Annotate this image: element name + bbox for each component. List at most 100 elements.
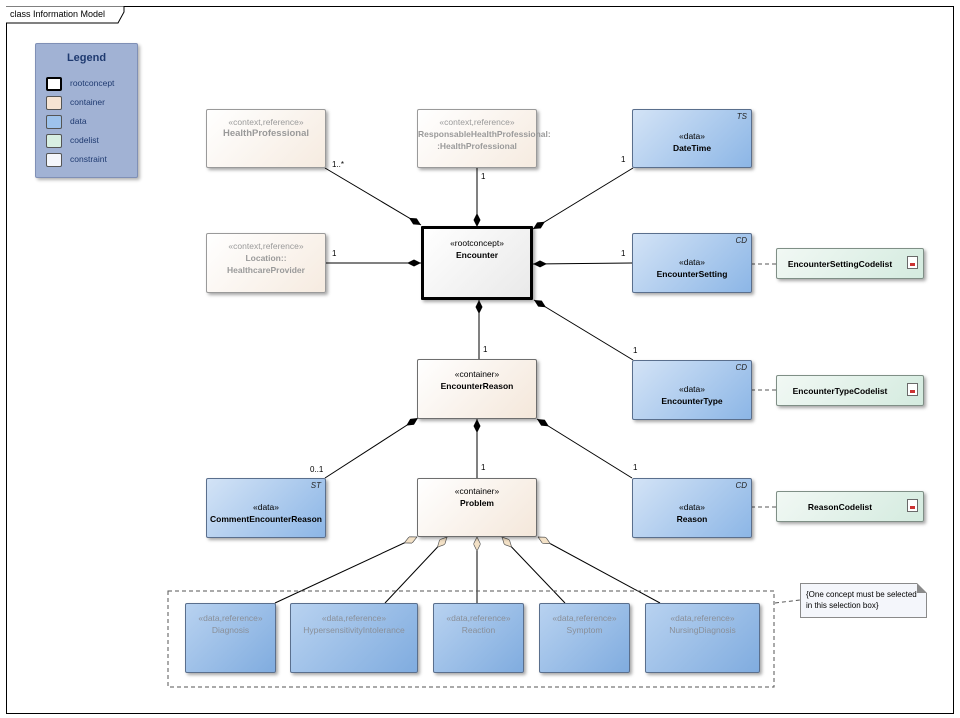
multiplicity-encountertype: 1 (633, 346, 638, 355)
legend-swatch (46, 115, 62, 129)
stereotype: «container» (454, 486, 500, 496)
node-diagnosis[interactable]: «data,reference» Diagnosis (185, 603, 276, 673)
class-name: Encounter (455, 250, 499, 260)
diagram-frame (6, 6, 954, 714)
edge-symptom (502, 537, 566, 604)
type-tag: CD (735, 363, 747, 372)
node-responsable-hp[interactable]: «context,reference» ResponsableHealthPro… (417, 109, 551, 168)
legend-swatch (46, 134, 62, 148)
legend-label: rootconcept (70, 78, 115, 88)
node-encounterreason[interactable]: «container» EncounterReason (417, 359, 537, 419)
multiplicity-problem: 1 (481, 463, 486, 472)
frame-title: class Information Model (10, 9, 106, 19)
class-name: EncounterTypeCodelist (792, 386, 888, 396)
legend-label: constraint (70, 154, 107, 164)
stereotype: «data,reference» (670, 613, 735, 623)
multiplicity-healthprofessional: 1..* (332, 160, 345, 169)
document-icon (907, 256, 918, 269)
class-name: Reason (676, 514, 708, 524)
node-healthprofessional[interactable]: «context,reference» HealthProfessional (206, 109, 326, 168)
node-symptom[interactable]: «data,reference» Symptom (539, 603, 630, 673)
document-icon (907, 383, 918, 396)
node-reason[interactable]: CD «data» Reason (632, 478, 752, 538)
class-name: Symptom (566, 625, 603, 635)
stereotype: «data» (679, 131, 705, 141)
class-name: EncounterType (661, 396, 723, 406)
constraint-note[interactable]: {One concept must be selected in this se… (800, 583, 927, 618)
stereotype: «context,reference» (228, 241, 304, 251)
stereotype: «data» (253, 502, 279, 512)
node-commentencounterreason[interactable]: ST «data» CommentEncounterReason (206, 478, 326, 538)
type-tag: CD (735, 236, 747, 245)
class-name: DateTime (672, 143, 712, 153)
stereotype: «data» (679, 257, 705, 267)
edge-hypersensitivity (384, 537, 447, 604)
class-name: ReasonCodelist (807, 502, 873, 512)
class-name: EncounterSettingCodelist (787, 259, 893, 269)
stereotype: «data,reference» (198, 613, 263, 623)
stereotype: «data,reference» (552, 613, 617, 623)
legend-label: data (70, 116, 87, 126)
class-name: HypersensitivityIntolerance (303, 625, 405, 635)
stereotype: «data,reference» (446, 613, 511, 623)
class-name: Diagnosis (211, 625, 250, 635)
legend-swatch (46, 77, 62, 91)
multiplicity-commentencounterreason: 0..1 (310, 465, 324, 474)
legend-label: codelist (70, 135, 99, 145)
multiplicity-encounterreason: 1 (483, 345, 488, 354)
type-tag: TS (736, 112, 747, 121)
class-name: EncounterSetting (656, 269, 728, 279)
node-reaction[interactable]: «data,reference» Reaction (433, 603, 524, 673)
stereotype: «context,reference» (228, 117, 304, 127)
class-name: NursingDiagnosis (669, 625, 736, 635)
multiplicity-encountersetting: 1 (621, 249, 626, 258)
class-name: EncounterReason (440, 381, 514, 391)
stereotype: «data,reference» (321, 613, 387, 623)
stereotype: «context,reference» (439, 117, 515, 127)
node-location[interactable]: «context,reference» Location:: Healthcar… (206, 233, 326, 293)
node-encountersetting[interactable]: CD «data» EncounterSetting (632, 233, 752, 293)
multiplicity-reason: 1 (633, 463, 638, 472)
node-nursingdiagnosis[interactable]: «data,reference» NursingDiagnosis (645, 603, 760, 673)
edge-encountersetting (532, 260, 633, 268)
type-tag: ST (310, 481, 321, 490)
edge-diagnosis (274, 537, 417, 604)
note-text: {One concept must be selected in this se… (806, 590, 917, 610)
node-problem[interactable]: «container» Problem (417, 478, 537, 537)
stereotype: «data» (679, 384, 705, 394)
edge-comment (324, 417, 419, 479)
node-encountersetting-codelist[interactable]: EncounterSettingCodelist (776, 248, 924, 279)
class-name-line2: :HealthProfessional (437, 141, 517, 151)
multiplicity-responsable-hp: 1 (481, 172, 486, 181)
node-encounter[interactable]: «rootconcept» Encounter (421, 226, 533, 300)
class-name-line1: Location:: (245, 253, 287, 263)
node-datetime[interactable]: TS «data» DateTime (632, 109, 752, 168)
class-name: Reaction (461, 625, 496, 635)
edge-encountertype (533, 299, 634, 361)
stereotype: «data» (679, 502, 705, 512)
node-encountertype[interactable]: CD «data» EncounterType (632, 360, 752, 420)
node-hypersensitivityintolerance[interactable]: «data,reference» HypersensitivityIntoler… (290, 603, 418, 673)
frame-tab (6, 6, 125, 24)
multiplicity-datetime: 1 (621, 155, 626, 164)
document-icon (907, 499, 918, 512)
legend-swatch (46, 153, 62, 167)
legend: Legend rootconcept container data codeli… (35, 43, 138, 178)
edge-nursingdiagnosis (538, 536, 661, 604)
class-name: CommentEncounterReason (210, 514, 322, 524)
multiplicity-location: 1 (332, 249, 337, 258)
class-name: Problem (459, 498, 494, 508)
edge-note (774, 599, 801, 604)
edge-datetime (532, 167, 634, 230)
class-name-line1: ResponsableHealthProfessional: (418, 129, 551, 139)
stereotype: «rootconcept» (450, 238, 504, 248)
stereotype: «container» (454, 369, 500, 379)
edge-reason (536, 418, 633, 479)
legend-swatch (46, 96, 62, 110)
node-encountertype-codelist[interactable]: EncounterTypeCodelist (776, 375, 924, 406)
type-tag: CD (735, 481, 747, 490)
node-reason-codelist[interactable]: ReasonCodelist (776, 491, 924, 522)
note-fold (917, 583, 927, 593)
class-name: HealthProfessional (222, 128, 310, 139)
